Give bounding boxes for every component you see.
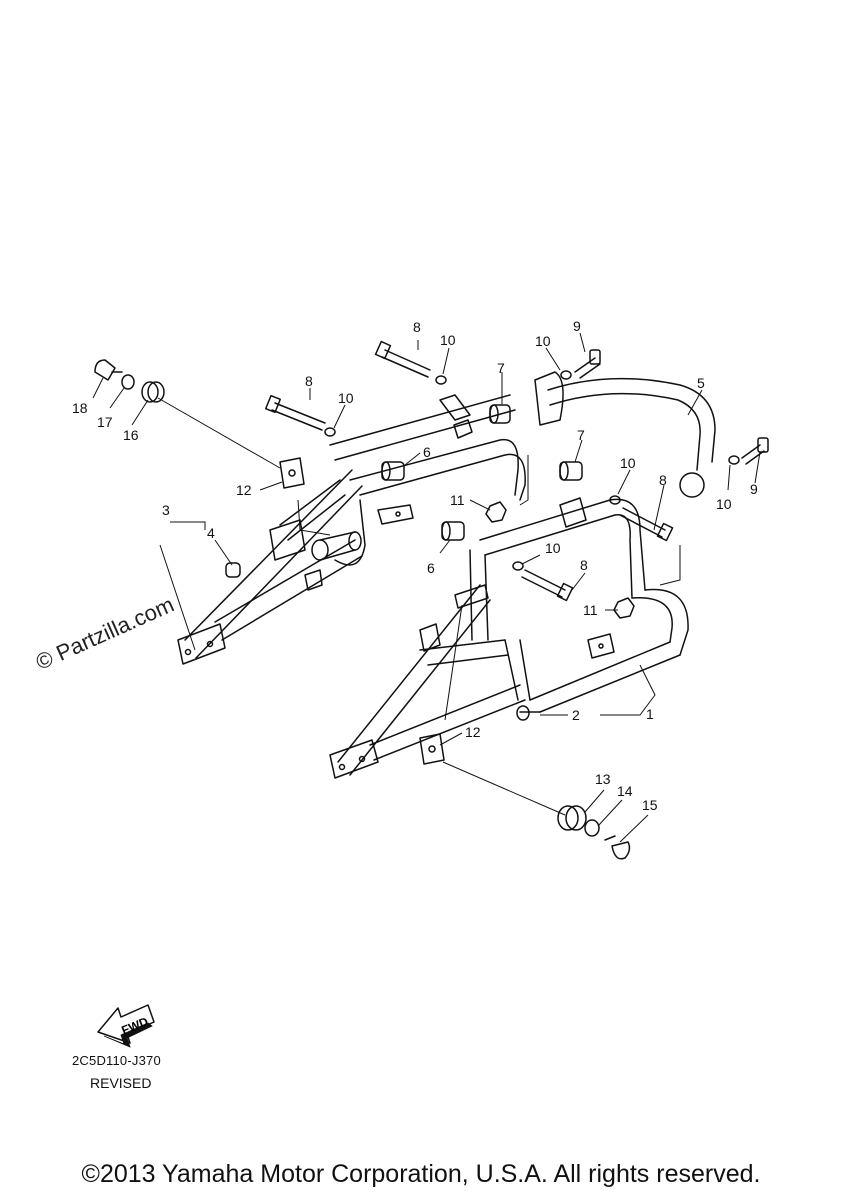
callout-17: 17 xyxy=(97,414,113,430)
callout-2: 2 xyxy=(572,707,580,723)
diagram-code: 2C5D110-J370 xyxy=(72,1053,161,1068)
callout-3: 3 xyxy=(162,502,170,518)
callout-7-top: 7 xyxy=(497,360,505,376)
callout-13: 13 xyxy=(595,771,611,787)
callout-12-upper: 12 xyxy=(236,482,252,498)
callout-18: 18 xyxy=(72,400,88,416)
callout-11-upper: 11 xyxy=(450,492,465,508)
hardware-parts xyxy=(94,340,769,860)
callout-12-lower: 12 xyxy=(465,724,481,740)
revised-label: REVISED xyxy=(90,1075,152,1091)
callout-8-top: 8 xyxy=(413,319,421,335)
callout-10-left: 10 xyxy=(338,390,354,406)
callout-4: 4 xyxy=(207,525,215,541)
callout-labels: 18 17 16 8 10 8 10 7 10 9 5 6 12 11 3 4 … xyxy=(72,318,758,813)
callout-8-right: 8 xyxy=(659,472,667,488)
callout-1: 1 xyxy=(646,706,654,722)
callout-10-top: 10 xyxy=(440,332,456,348)
callout-10-right: 10 xyxy=(620,455,636,471)
callout-10-lower: 10 xyxy=(545,540,561,556)
callout-6-upper: 6 xyxy=(423,444,431,460)
copyright-notice: ©2013 Yamaha Motor Corporation, U.S.A. A… xyxy=(81,1160,761,1188)
callout-7-right: 7 xyxy=(577,427,585,443)
callout-9-far-right: 9 xyxy=(750,481,758,497)
callout-6-lower: 6 xyxy=(427,560,435,576)
callout-9-top: 9 xyxy=(573,318,581,334)
callout-8-lower: 8 xyxy=(580,557,588,573)
callout-14: 14 xyxy=(617,783,633,799)
callout-5: 5 xyxy=(697,375,705,391)
callout-15: 15 xyxy=(642,797,658,813)
rail-5 xyxy=(534,371,716,498)
frame-left-assembly xyxy=(177,394,526,665)
fwd-arrow-icon: FWD xyxy=(97,1004,155,1048)
callout-8-left: 8 xyxy=(305,373,313,389)
callout-10-upper-right: 10 xyxy=(535,333,551,349)
frame-right-assembly xyxy=(329,497,689,779)
callout-10-far-right: 10 xyxy=(716,496,732,512)
callout-11-lower: 11 xyxy=(583,602,598,618)
leader-lines xyxy=(92,332,761,843)
callout-16: 16 xyxy=(123,427,139,443)
